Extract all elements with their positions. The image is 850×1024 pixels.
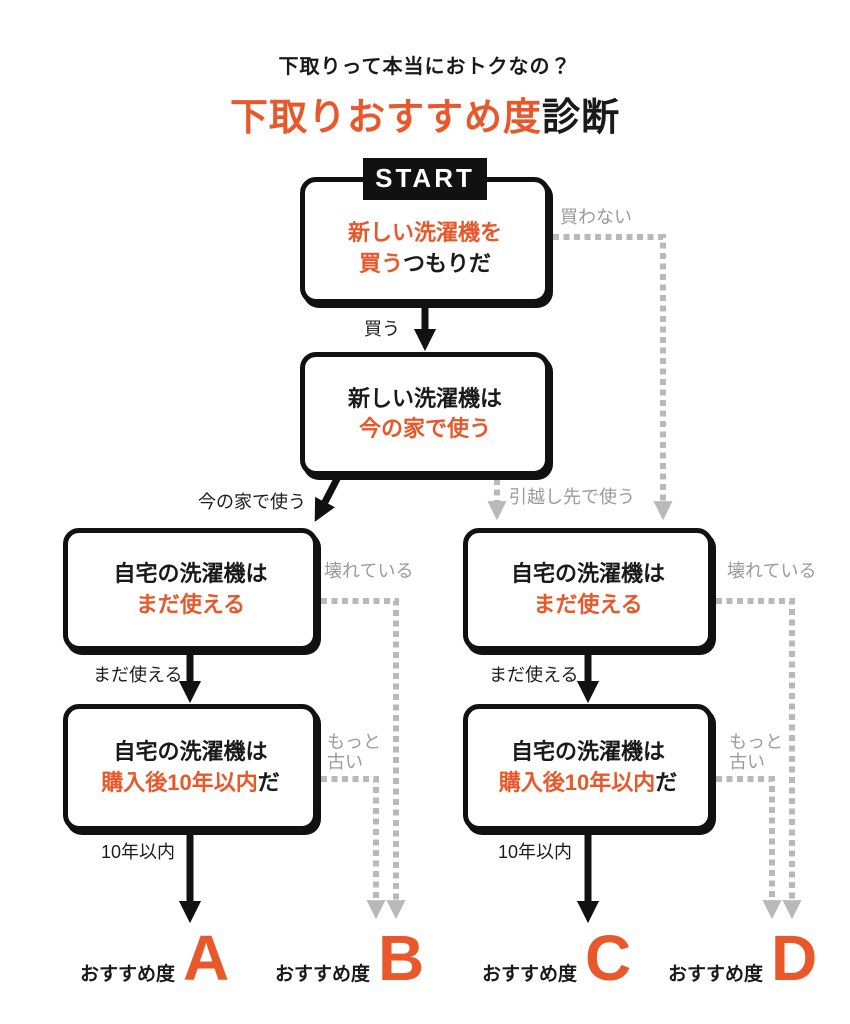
node-still-usable-right-line2: まだ使える bbox=[533, 591, 643, 617]
node-still-usable-left: 自宅の洗濯機は まだ使える bbox=[63, 528, 318, 651]
result-b: おすすめ度 B bbox=[275, 922, 424, 994]
node-still-usable-left-line2: まだ使える bbox=[135, 591, 246, 617]
edge-label-broken-right: 壊れている bbox=[727, 561, 817, 581]
page-header: 下取りって本当におトクなの？ 下取りおすすめ度診断 bbox=[0, 50, 850, 141]
edge-label-older-left: もっと古い bbox=[327, 732, 381, 772]
node-still-usable-right: 自宅の洗濯機は まだ使える bbox=[463, 528, 713, 651]
result-a-grade: A bbox=[183, 922, 229, 994]
start-badge: START bbox=[363, 158, 487, 200]
edge-label-not-buy: 買わない bbox=[560, 207, 632, 227]
node-within-10-left-line1: 自宅の洗濯機は bbox=[113, 739, 268, 765]
node-start: START 新しい洗濯機を 買うつもりだ bbox=[300, 158, 550, 304]
edge-use-home-line bbox=[314, 475, 342, 522]
node-within-10-right-line1: 自宅の洗濯機は bbox=[510, 739, 665, 765]
node-start-line2: 買うつもりだ bbox=[358, 250, 492, 276]
page-subtitle: 下取りって本当におトクなの？ bbox=[278, 56, 572, 78]
result-c: おすすめ度 C bbox=[482, 922, 631, 994]
edge-label-buy: 買う bbox=[364, 319, 400, 339]
result-b-grade: B bbox=[378, 922, 424, 994]
result-b-label: おすすめ度 bbox=[275, 964, 371, 985]
result-d: おすすめ度 D bbox=[668, 922, 817, 994]
edge-label-broken-left: 壊れている bbox=[324, 561, 414, 581]
node-still-usable-right-line1: 自宅の洗濯機は bbox=[510, 561, 665, 587]
edge-label-usable-right: まだ使える bbox=[489, 665, 579, 685]
node-still-usable-left-line1: 自宅の洗濯機は bbox=[113, 561, 268, 587]
node-use-home-line1: 新しい洗濯機は bbox=[347, 385, 502, 411]
page-title-rest: 診断 bbox=[542, 97, 621, 139]
edge-label-use-home: 今の家で使う bbox=[198, 492, 306, 512]
edge-older-left-line bbox=[321, 776, 386, 920]
node-use-home-line2: 今の家で使う bbox=[358, 416, 491, 441]
node-within-10-left-line2: 購入後10年以内だ bbox=[101, 769, 280, 795]
edge-label-within10-left: 10年以内 bbox=[101, 842, 176, 862]
node-start-line1: 新しい洗濯機を bbox=[347, 220, 502, 246]
edge-broken-right-line bbox=[716, 598, 802, 920]
edge-label-usable-left: まだ使える bbox=[93, 665, 183, 685]
result-a-label: おすすめ度 bbox=[80, 964, 176, 985]
edge-label-older-right: もっと古い bbox=[729, 732, 783, 772]
edge-older-right-line bbox=[716, 776, 782, 920]
result-c-label: おすすめ度 bbox=[482, 964, 578, 985]
edge-label-within10-right: 10年以内 bbox=[498, 842, 573, 862]
result-c-grade: C bbox=[585, 922, 631, 994]
node-within-10-right-line2: 購入後10年以内だ bbox=[498, 769, 678, 795]
result-a: おすすめ度 A bbox=[80, 922, 229, 994]
edge-label-use-moving: 引越し先で使う bbox=[509, 487, 635, 507]
node-within-10-right: 自宅の洗濯機は 購入後10年以内だ bbox=[463, 704, 713, 831]
result-d-label: おすすめ度 bbox=[668, 964, 764, 985]
page-title-accent: 下取りおすすめ度 bbox=[229, 97, 542, 139]
node-within-10-left: 自宅の洗濯機は 購入後10年以内だ bbox=[63, 704, 318, 831]
node-use-home: 新しい洗濯機は 今の家で使う bbox=[300, 352, 550, 476]
result-d-grade: D bbox=[771, 922, 817, 994]
edge-broken-left-line bbox=[321, 598, 406, 920]
page-title: 下取りおすすめ度診断 bbox=[0, 86, 850, 141]
edge-not-buy-line bbox=[553, 234, 673, 521]
